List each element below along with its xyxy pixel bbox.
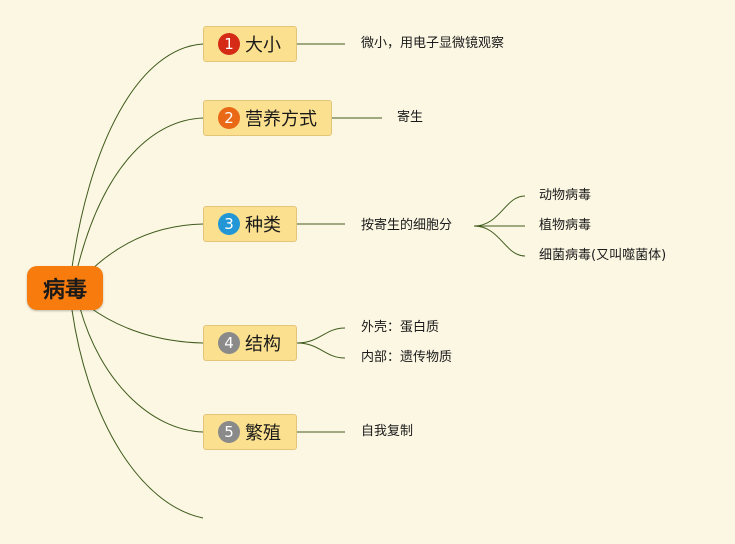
connector-category-leaf-1 [473,195,526,227]
leaf-structure-core[interactable]: 内部：遗传物质 [361,350,453,365]
connector-topic-4-leaf-1 [296,327,346,344]
topic-size[interactable]: 1 大小 [203,26,297,62]
leaf-nutrition-detail[interactable]: 寄生 [397,110,424,125]
leaf-type-basis[interactable]: 按寄生的细胞分 [361,218,453,233]
leaf-size-detail[interactable]: 微小，用电子显微镜观察 [361,36,505,51]
leaf-plant-virus[interactable]: 植物病毒 [539,218,592,233]
connector-root-topic-5 [79,307,204,433]
connector-category-leaf-3 [473,225,526,257]
topic-structure[interactable]: 4 结构 [203,325,297,361]
topic-reproduction[interactable]: 5 繁殖 [203,414,297,450]
connector-topic-4-leaf-2 [296,342,346,359]
number-badge-2: 2 [218,107,240,129]
topic-label: 大小 [245,35,281,56]
topic-label: 繁殖 [245,423,281,444]
topic-label: 营养方式 [245,109,317,130]
topic-types[interactable]: 3 种类 [203,206,297,242]
number-badge-3: 3 [218,213,240,235]
connector-root-topic-4 [87,305,204,344]
leaf-animal-virus[interactable]: 动物病毒 [539,188,592,203]
root-node[interactable]: 病毒 [27,266,103,310]
connector-root-topic-3 [84,223,204,277]
number-badge-1: 1 [218,33,240,55]
number-badge-4: 4 [218,332,240,354]
leaf-structure-shell[interactable]: 外壳：蛋白质 [361,320,440,335]
number-badge-5: 5 [218,421,240,443]
connector-root-extra [71,309,204,519]
leaf-reproduction-detail[interactable]: 自我复制 [361,424,414,439]
root-label: 病毒 [42,278,87,303]
topic-nutrition[interactable]: 2 营养方式 [203,100,332,136]
connector-root-topic-1 [69,43,204,283]
topic-label: 种类 [245,215,281,236]
connector-root-topic-2 [74,117,204,279]
leaf-bacterial-virus[interactable]: 细菌病毒(又叫噬菌体) [539,248,667,263]
topic-label: 结构 [245,334,281,355]
